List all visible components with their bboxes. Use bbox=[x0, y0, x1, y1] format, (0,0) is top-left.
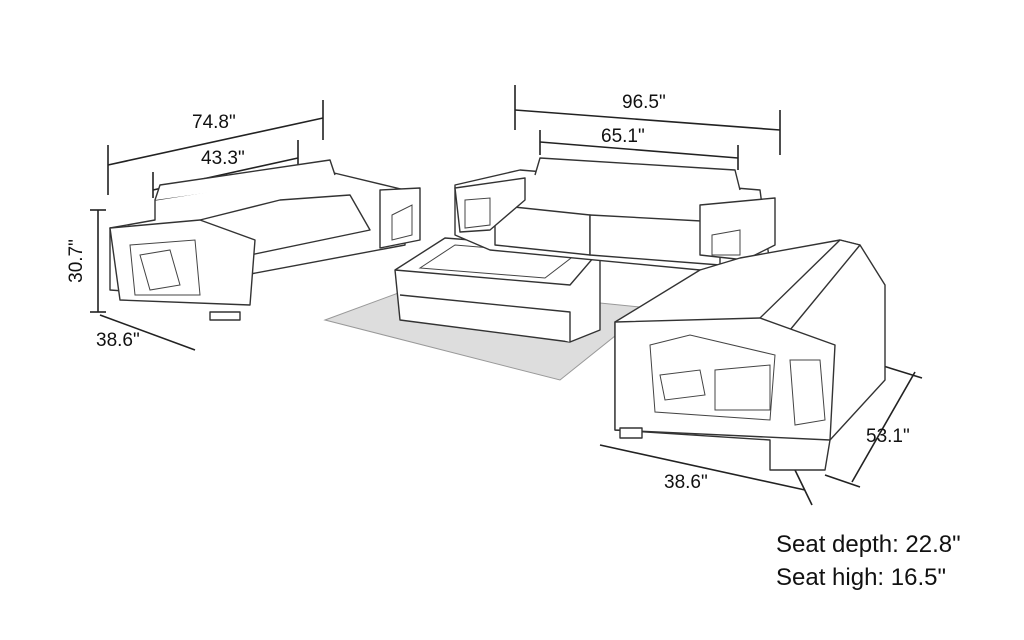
loveseat-depth-label: 38.6" bbox=[96, 330, 140, 351]
dim-line-sofa-width bbox=[514, 109, 781, 131]
dim-line-loveseat-width bbox=[107, 117, 324, 166]
dim-tick bbox=[879, 364, 923, 379]
sofa-width-label: 96.5" bbox=[622, 92, 666, 113]
loveseat-seat-width-label: 43.3" bbox=[201, 148, 245, 169]
loveseat-width-label: 74.8" bbox=[192, 112, 236, 133]
dim-line-sofa-seat bbox=[539, 141, 739, 159]
dim-tick bbox=[794, 469, 813, 506]
chair-depth-label: 53.1" bbox=[866, 426, 910, 447]
dim-line-loveseat-depth bbox=[99, 314, 196, 351]
dim-tick bbox=[824, 474, 861, 488]
dim-line-chair-width bbox=[599, 444, 806, 491]
chair-width-label: 38.6" bbox=[664, 472, 708, 493]
seat-depth-note: Seat depth: 22.8" bbox=[776, 531, 961, 558]
rug-and-coffee-table bbox=[323, 237, 652, 381]
seat-high-note: Seat high: 16.5" bbox=[776, 564, 946, 591]
sofa-seat-width-label: 65.1" bbox=[601, 126, 645, 147]
loveseat-drawing bbox=[109, 159, 421, 321]
dim-line-chair-depth bbox=[851, 371, 916, 483]
armchair-drawing bbox=[614, 239, 886, 471]
sofa-drawing bbox=[454, 157, 776, 271]
loveseat-height-label: 30.7" bbox=[65, 239, 87, 283]
